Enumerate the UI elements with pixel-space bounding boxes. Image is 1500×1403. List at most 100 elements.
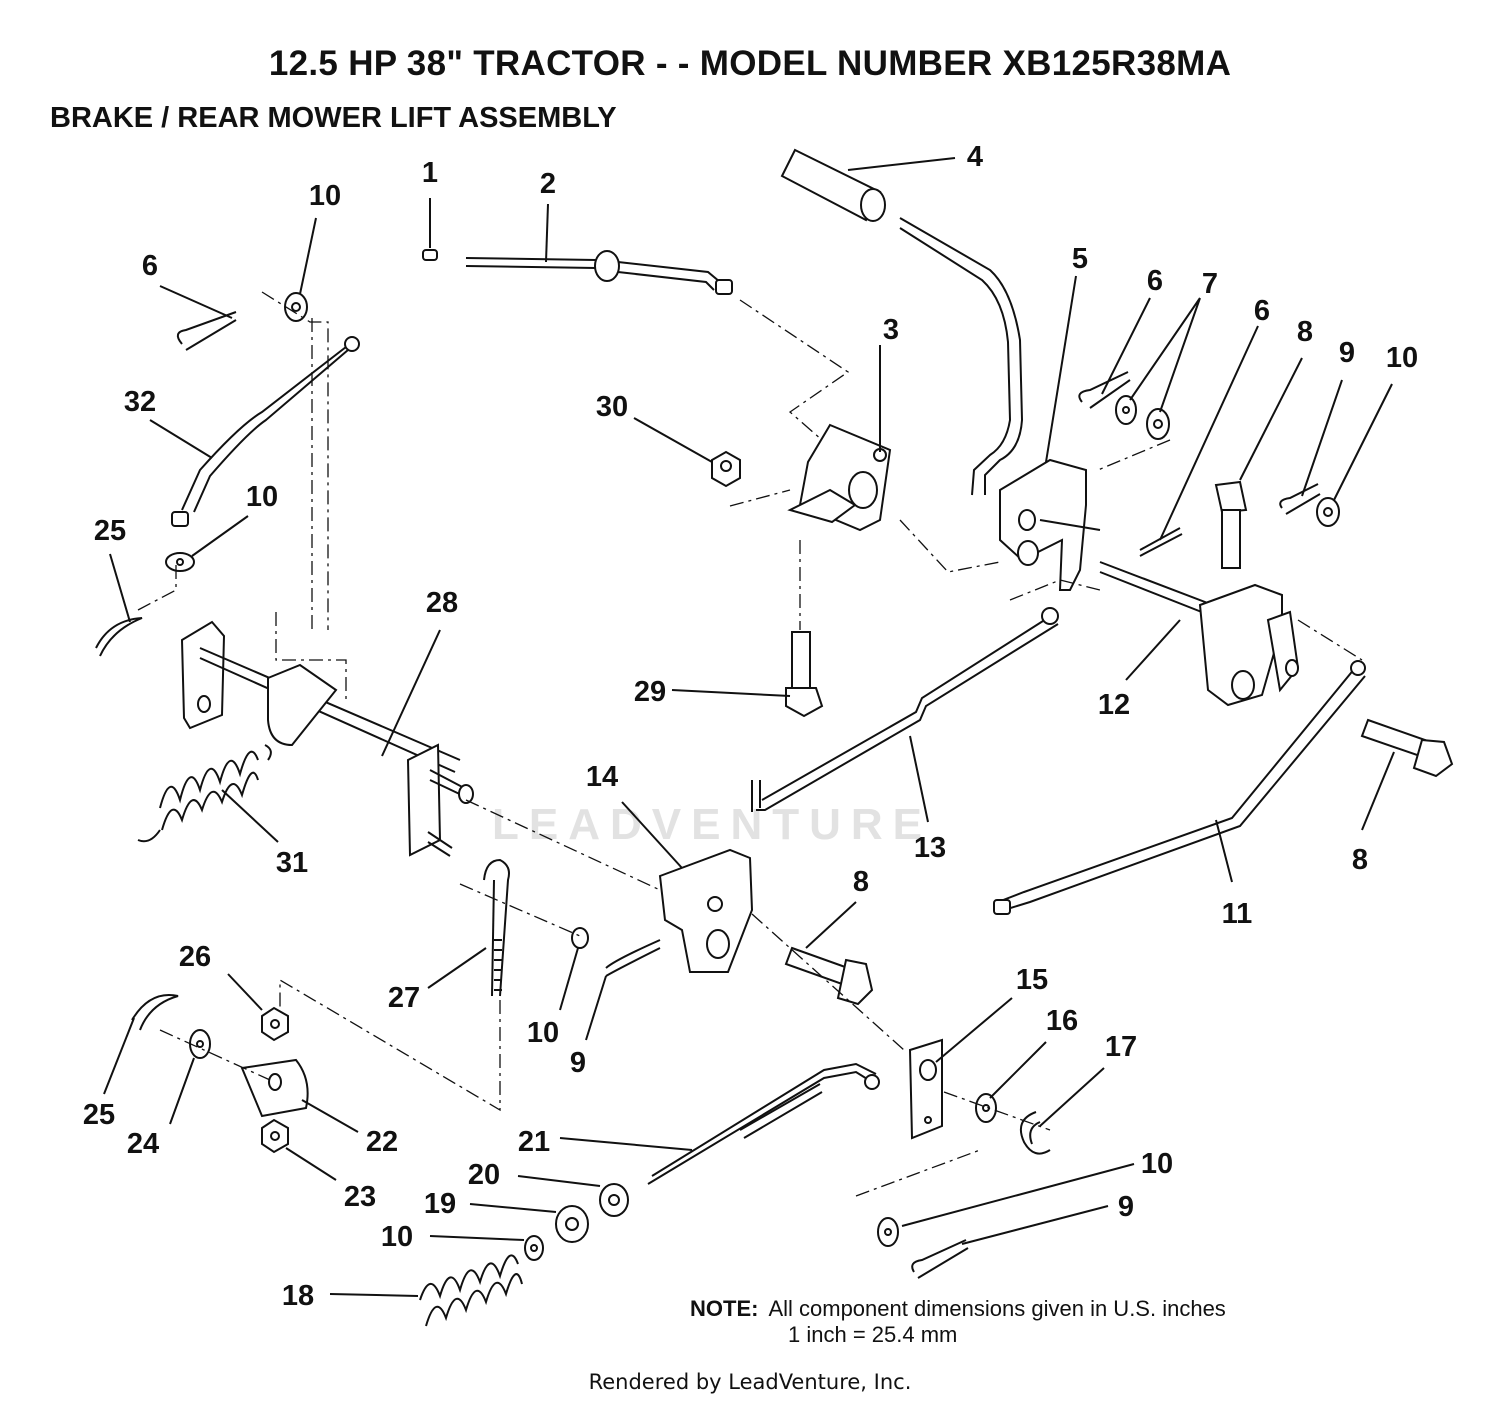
- part-23-nut: [261, 1118, 289, 1154]
- callout-26: 26: [179, 941, 211, 973]
- callout-24: 24: [127, 1128, 159, 1160]
- part-8-bolt-upper: [1214, 480, 1248, 569]
- dimensions-note: NOTE: All component dimensions given in U…: [690, 1296, 1226, 1348]
- callout-19: 19: [424, 1188, 456, 1220]
- callout-29: 29: [634, 676, 666, 708]
- part-28-lift-shaft: [180, 620, 474, 857]
- footer-credit: Rendered by LeadVenture, Inc.: [588, 1370, 912, 1394]
- part-25-hairpin-upper: [95, 617, 143, 657]
- callout-6-upper: 6: [1147, 265, 1163, 297]
- part-10-washer-upper-right: [1316, 497, 1340, 527]
- part-21-adjustment-rod: [647, 1062, 880, 1185]
- callout-20: 20: [468, 1159, 500, 1191]
- part-6-pin-right: [1139, 527, 1183, 557]
- part-9-pin-bottom-right: [911, 1239, 969, 1279]
- part-20-nut: [599, 1183, 629, 1217]
- part-1-cap: [422, 249, 438, 261]
- part-10-washer-left: [165, 552, 195, 572]
- part-2-rod: [465, 250, 733, 295]
- callout-30: 30: [596, 391, 628, 423]
- note-line-1: All component dimensions given in U.S. i…: [768, 1296, 1226, 1321]
- callout-12: 12: [1098, 689, 1130, 721]
- part-18-spring: [419, 1254, 523, 1327]
- part-30-nut: [711, 450, 741, 488]
- callout-8-upper: 8: [1297, 316, 1313, 348]
- part-10-washer-top: [284, 292, 308, 322]
- callout-10-bottom-right: 10: [1141, 1148, 1173, 1180]
- callout-16: 16: [1046, 1005, 1078, 1037]
- callout-25-lower: 25: [83, 1099, 115, 1131]
- part-25-hairpin-lower: [131, 994, 179, 1031]
- part-9-pin-upper: [1279, 483, 1321, 515]
- callout-6-left: 6: [142, 250, 158, 282]
- callout-10-lower: 10: [381, 1221, 413, 1253]
- part-22-ferrule: [240, 1058, 309, 1118]
- part-6-pin-left: [176, 311, 237, 351]
- callout-3: 3: [883, 314, 899, 346]
- part-31-spring: [137, 744, 272, 843]
- part-26-nut: [261, 1006, 289, 1042]
- callout-32: 32: [124, 386, 156, 418]
- callout-4: 4: [967, 141, 983, 173]
- callout-11: 11: [1222, 898, 1253, 930]
- callout-14: 14: [586, 761, 618, 793]
- part-6-pin-upper: [1078, 371, 1131, 409]
- callout-5: 5: [1072, 243, 1088, 275]
- callout-15: 15: [1016, 964, 1048, 996]
- part-8-bolt-right: [1360, 718, 1454, 778]
- callout-18: 18: [282, 1280, 314, 1312]
- part-24-washer: [189, 1029, 211, 1059]
- part-29-bolt: [785, 631, 824, 718]
- part-10-washer-lower: [524, 1235, 544, 1261]
- part-8-bolt-middle: [784, 946, 874, 1006]
- part-5-lift-lever: [899, 217, 1087, 591]
- part-17-clip: [1020, 1111, 1051, 1155]
- callout-28: 28: [426, 587, 458, 619]
- note-label: NOTE:: [690, 1296, 759, 1321]
- note-line-2: 1 inch = 25.4 mm: [788, 1322, 958, 1347]
- callout-25-upper: 25: [94, 515, 126, 547]
- assembly-lines: [137, 291, 1363, 1197]
- part-10-washer-bottom-right: [877, 1217, 899, 1247]
- part-19-nut: [555, 1205, 589, 1243]
- callout-10-left: 10: [246, 481, 278, 513]
- callout-9-upper: 9: [1339, 337, 1355, 369]
- part-12-shaft: [1039, 519, 1300, 707]
- callout-23: 23: [344, 1181, 376, 1213]
- part-32-rod: [171, 336, 360, 527]
- part-7-washers: [1115, 395, 1170, 440]
- callout-10-upper-right: 10: [1386, 342, 1418, 374]
- callout-17: 17: [1105, 1031, 1137, 1063]
- callout-9-middle: 9: [570, 1047, 586, 1079]
- part-10-washer-middle: [571, 927, 589, 949]
- watermark: LEADVENTURE: [492, 800, 933, 849]
- page-title: 12.5 HP 38" TRACTOR - - MODEL NUMBER XB1…: [268, 44, 1232, 83]
- part-14-bracket: [658, 848, 754, 973]
- leader-lines: [103, 157, 1395, 1297]
- callout-10-middle: 10: [527, 1017, 559, 1049]
- part-3-bracket: [787, 423, 892, 532]
- callout-8-middle: 8: [853, 866, 869, 898]
- callout-27: 27: [388, 982, 420, 1014]
- part-16-washer: [975, 1093, 997, 1123]
- callout-6-right: 6: [1254, 295, 1270, 327]
- callout-2: 2: [540, 168, 556, 200]
- callout-7: 7: [1202, 268, 1218, 300]
- part-4-handle-grip: [780, 148, 886, 222]
- section-subtitle: BRAKE / REAR MOWER LIFT ASSEMBLY: [50, 102, 617, 134]
- callout-labels: 1 2 3 4 5 6 6 6 7 8 8 8 9 9 9 10 10 10 1…: [83, 141, 1418, 1312]
- callout-9-bottom: 9: [1118, 1191, 1134, 1223]
- callout-22: 22: [366, 1126, 398, 1158]
- callout-1: 1: [422, 157, 438, 189]
- part-15-plate: [908, 1038, 943, 1140]
- callout-21: 21: [518, 1126, 550, 1158]
- callout-8-right: 8: [1352, 844, 1368, 876]
- part-27-eye-bolt: [483, 858, 510, 997]
- part-13-rod: [751, 607, 1059, 812]
- part-9-pin-middle: [605, 939, 661, 977]
- part-11-rod: [993, 660, 1366, 915]
- callout-10-top: 10: [309, 180, 341, 212]
- callout-13: 13: [914, 832, 946, 864]
- callout-31: 31: [276, 847, 308, 879]
